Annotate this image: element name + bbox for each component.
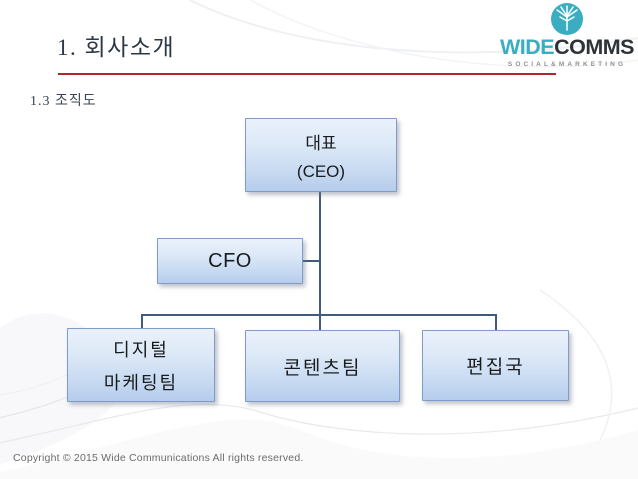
org-node-content-team: 콘텐츠팀 bbox=[245, 330, 400, 402]
org-node-ceo: 대표 (CEO) bbox=[245, 118, 397, 192]
org-node-editorial: 편집국 bbox=[422, 330, 569, 401]
logo-wordmark: WIDECOMMS bbox=[498, 35, 636, 59]
logo-word-secondary: COMMS bbox=[554, 35, 635, 59]
org-node-digital-marketing: 디지털 마케팅팀 bbox=[67, 328, 215, 402]
org-node-label: CFO bbox=[208, 249, 252, 272]
org-node-cfo: CFO bbox=[157, 238, 303, 284]
title-underline bbox=[58, 73, 556, 75]
connector-drop-right bbox=[495, 314, 497, 330]
connector-ceo-vertical bbox=[319, 192, 321, 330]
org-node-label: 콘텐츠팀 bbox=[283, 357, 362, 379]
connector-cfo-branch bbox=[303, 260, 319, 262]
org-node-label: 편집국 bbox=[466, 357, 525, 378]
copyright-text: Copyright © 2015 Wide Communications All… bbox=[13, 452, 304, 464]
page-title: 1. 회사소개 bbox=[57, 35, 176, 60]
section-subtitle: 1.3 조직도 bbox=[30, 94, 97, 109]
logo-word-primary: WIDE bbox=[499, 35, 555, 59]
company-logo: WIDECOMMS SOCIAL&MARKETING bbox=[498, 2, 636, 68]
org-node-label: 디지털 bbox=[113, 339, 169, 360]
connector-drop-left bbox=[141, 314, 143, 328]
tree-icon bbox=[551, 3, 583, 35]
connector-horizontal-main bbox=[141, 314, 497, 316]
org-node-label: 마케팅팀 bbox=[103, 372, 179, 393]
logo-tagline: SOCIAL&MARKETING bbox=[507, 60, 627, 68]
org-node-label: 대표 bbox=[305, 133, 337, 153]
org-node-label: (CEO) bbox=[296, 161, 346, 181]
